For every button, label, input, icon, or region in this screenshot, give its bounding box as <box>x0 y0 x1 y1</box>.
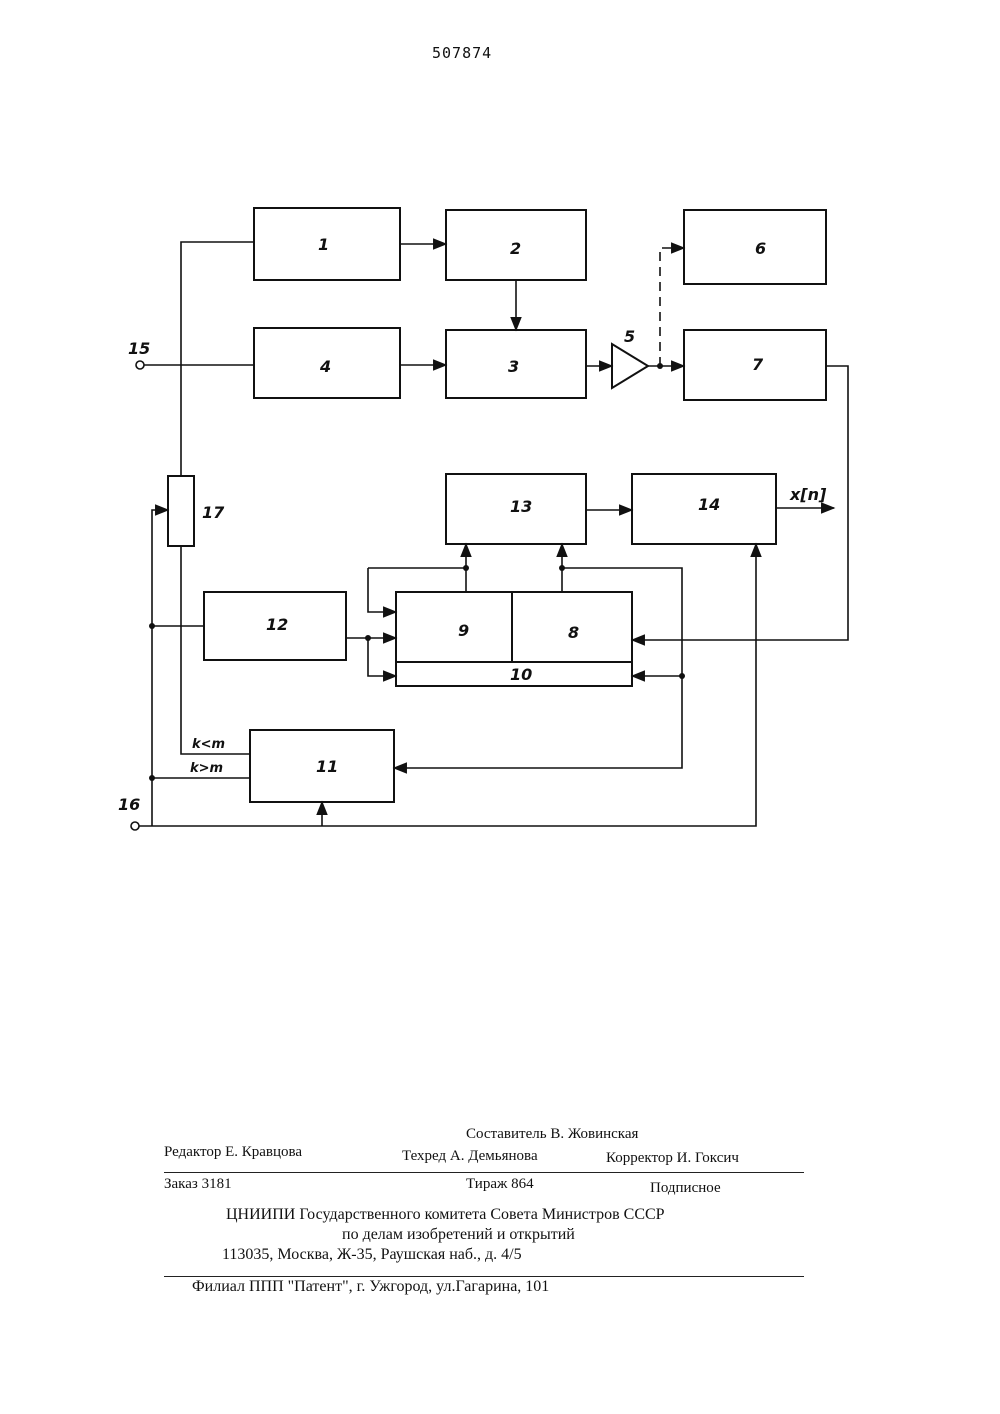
techred: Техред А. Демьянова <box>402 1148 538 1165</box>
label-14: 14 <box>698 495 720 514</box>
label-12: 12 <box>266 615 288 634</box>
label-13: 13 <box>510 497 532 516</box>
circulation: Тираж 864 <box>466 1176 534 1193</box>
label-11: 11 <box>316 757 338 776</box>
block-17 <box>168 476 194 546</box>
org-line-1: ЦНИИПИ Государственного комитета Совета … <box>226 1206 665 1224</box>
terminal-15-label: 15 <box>128 339 150 358</box>
block-diagram: 1 2 3 4 5 6 7 8 9 10 11 12 13 14 17 15 1… <box>0 0 1000 900</box>
label-5: 5 <box>624 327 635 346</box>
terminal-15 <box>136 361 144 369</box>
label-10: 10 <box>510 665 532 684</box>
cmp-less-label: k<m <box>192 737 225 752</box>
block-5 <box>612 344 648 388</box>
order: Заказ 3181 <box>164 1176 232 1193</box>
label-8: 8 <box>568 623 579 642</box>
terminal-16 <box>131 822 139 830</box>
label-17: 17 <box>202 503 225 522</box>
editor: Редактор Е. Кравцова <box>164 1144 302 1161</box>
cmp-greater-label: k>m <box>190 761 223 776</box>
label-7: 7 <box>752 355 764 374</box>
label-2: 2 <box>510 239 521 258</box>
label-9: 9 <box>458 621 469 640</box>
label-6: 6 <box>755 239 766 258</box>
org-line-2: по делам изобретений и открытий <box>342 1226 575 1244</box>
label-1: 1 <box>318 235 329 254</box>
divider <box>164 1172 804 1173</box>
label-3: 3 <box>508 357 519 376</box>
compiler: Составитель В. Жовинская <box>466 1126 638 1143</box>
terminal-16-label: 16 <box>118 795 140 814</box>
output-label: x[n] <box>789 485 827 504</box>
divider <box>164 1276 804 1277</box>
branch: Филиал ППП "Патент", г. Ужгород, ул.Гага… <box>192 1278 549 1296</box>
subscription: Подписное <box>650 1180 721 1197</box>
corrector: Корректор И. Гоксич <box>606 1150 739 1167</box>
label-4: 4 <box>319 357 331 376</box>
block-9 <box>396 592 512 662</box>
org-line-3: 113035, Москва, Ж-35, Раушская наб., д. … <box>222 1246 522 1264</box>
